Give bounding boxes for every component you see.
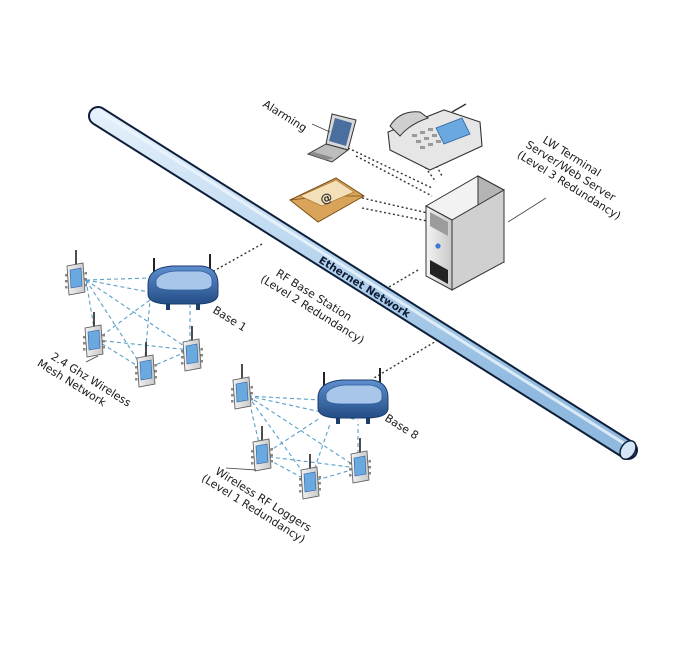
rf-logger-icon bbox=[230, 363, 254, 410]
server-tower-icon bbox=[424, 175, 506, 291]
base-8-label: Base 8 bbox=[382, 412, 421, 443]
rf-logger-icon bbox=[250, 425, 274, 472]
link-email-server bbox=[361, 197, 433, 215]
base-1-router-icon bbox=[147, 253, 219, 311]
link-email-server-2 bbox=[361, 207, 433, 223]
link-base1-network bbox=[211, 243, 263, 273]
alarming-label: Alarming bbox=[260, 98, 309, 135]
link-laptop-server-2 bbox=[355, 155, 433, 197]
rf-logger-icon bbox=[134, 341, 158, 388]
server-label: LW Terminal Server/Web Server (Level 3 R… bbox=[515, 134, 623, 223]
server-leader-line bbox=[507, 197, 547, 223]
rf-logger-icon bbox=[348, 437, 372, 484]
laptop-icon bbox=[306, 113, 357, 163]
desk-phone-icon bbox=[387, 103, 483, 171]
email-envelope-icon: @ bbox=[289, 177, 365, 223]
mesh-network-label: 2.4 Ghz Wireless Mesh Network bbox=[35, 350, 134, 410]
base-8-router-icon bbox=[317, 367, 389, 425]
ethernet-network-pipe bbox=[88, 106, 638, 461]
rf-logger-icon bbox=[82, 311, 106, 358]
alarming-leader-line bbox=[311, 123, 331, 133]
rf-logger-icon bbox=[180, 325, 204, 372]
rf-logger-icon bbox=[64, 249, 88, 296]
link-server-network bbox=[383, 269, 419, 291]
wireless-rf-loggers-label: Wireless RF Loggers (Level 1 Redundancy) bbox=[199, 465, 314, 546]
mesh-leader-line bbox=[85, 355, 99, 363]
base-1-label: Base 1 bbox=[210, 304, 249, 335]
link-laptop-server bbox=[347, 147, 433, 189]
loggers-leader-line bbox=[225, 467, 257, 471]
link-base8-network bbox=[373, 339, 439, 379]
svg-text:@: @ bbox=[318, 190, 334, 207]
